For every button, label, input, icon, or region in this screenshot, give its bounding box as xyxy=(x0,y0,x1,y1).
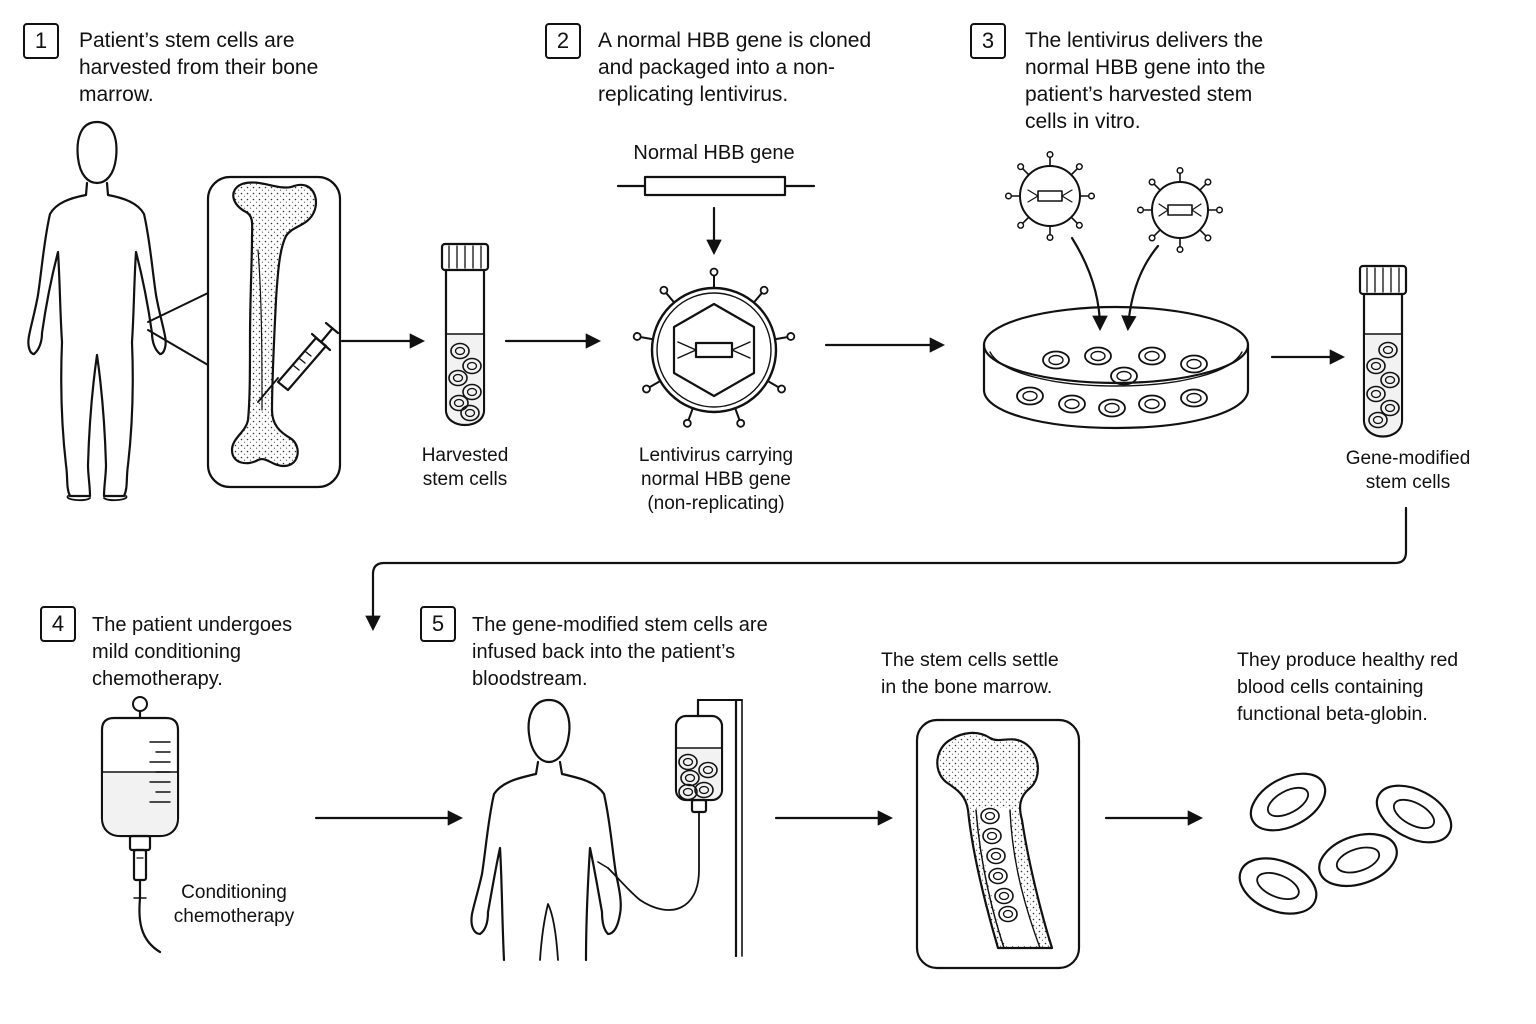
human-figure-icon xyxy=(470,698,622,962)
femur-bone-icon xyxy=(936,731,1054,950)
step-1-text: Patient’s stem cells are harvested from … xyxy=(79,29,319,106)
syringe-icon xyxy=(257,321,340,403)
row-connector-arrow xyxy=(365,506,1408,632)
red-blood-cell-icon xyxy=(1249,772,1327,832)
test-tube-icon xyxy=(1358,264,1408,438)
step-3-text: The lentivirus delivers the normal HBB g… xyxy=(1025,29,1266,133)
step-5-number: 5 xyxy=(420,606,456,642)
step-2-text: A normal HBB gene is cloned and packaged… xyxy=(598,29,872,106)
step-4-number: 4 xyxy=(40,606,76,642)
lentivirus-small-icon xyxy=(1004,150,1096,242)
petri-dish-icon xyxy=(982,305,1250,430)
bone-marrow-panel xyxy=(915,718,1081,970)
virus-to-dish-arrow xyxy=(1070,236,1108,332)
iv-bag-icon xyxy=(597,714,724,911)
lentivirus-small-icon xyxy=(1136,166,1224,254)
iv-bag-icon xyxy=(100,696,180,954)
gene-label: Normal HBB gene xyxy=(633,142,795,164)
virus-to-dish-arrow xyxy=(1121,244,1160,332)
lentivirus-icon xyxy=(632,267,796,429)
zoom-callout-lines xyxy=(147,292,209,366)
step-3-number: 3 xyxy=(970,23,1006,59)
modified-caption: Gene-modified stem cells xyxy=(1345,448,1471,493)
bone-marrow-panel xyxy=(206,175,342,489)
step-5-text: The gene-modified stem cells are infused… xyxy=(472,614,768,690)
femur-bone-icon xyxy=(230,181,318,468)
red-blood-cell-icon xyxy=(1375,784,1453,844)
step-2-number: 2 xyxy=(545,23,581,59)
step-1-number: 1 xyxy=(23,23,59,59)
red-blood-cell-icon xyxy=(1318,832,1398,888)
dna-gene-icon xyxy=(616,175,816,197)
iv-pole-icon xyxy=(696,698,743,958)
lentivirus-caption: Lentivirus carrying normal HBB gene (non… xyxy=(638,445,794,514)
settle-caption: The stem cells settle in the bone marrow… xyxy=(881,649,1059,698)
step-4-text: The patient undergoes mild conditioning … xyxy=(92,614,293,690)
human-figure-icon xyxy=(27,120,167,502)
harvested-caption: Harvested stem cells xyxy=(421,445,509,490)
test-tube-icon xyxy=(440,242,490,426)
chemo-caption: Conditioning chemotherapy xyxy=(173,882,295,927)
produce-caption: They produce healthy red blood cells con… xyxy=(1237,649,1459,725)
red-blood-cell-icon xyxy=(1238,857,1318,915)
